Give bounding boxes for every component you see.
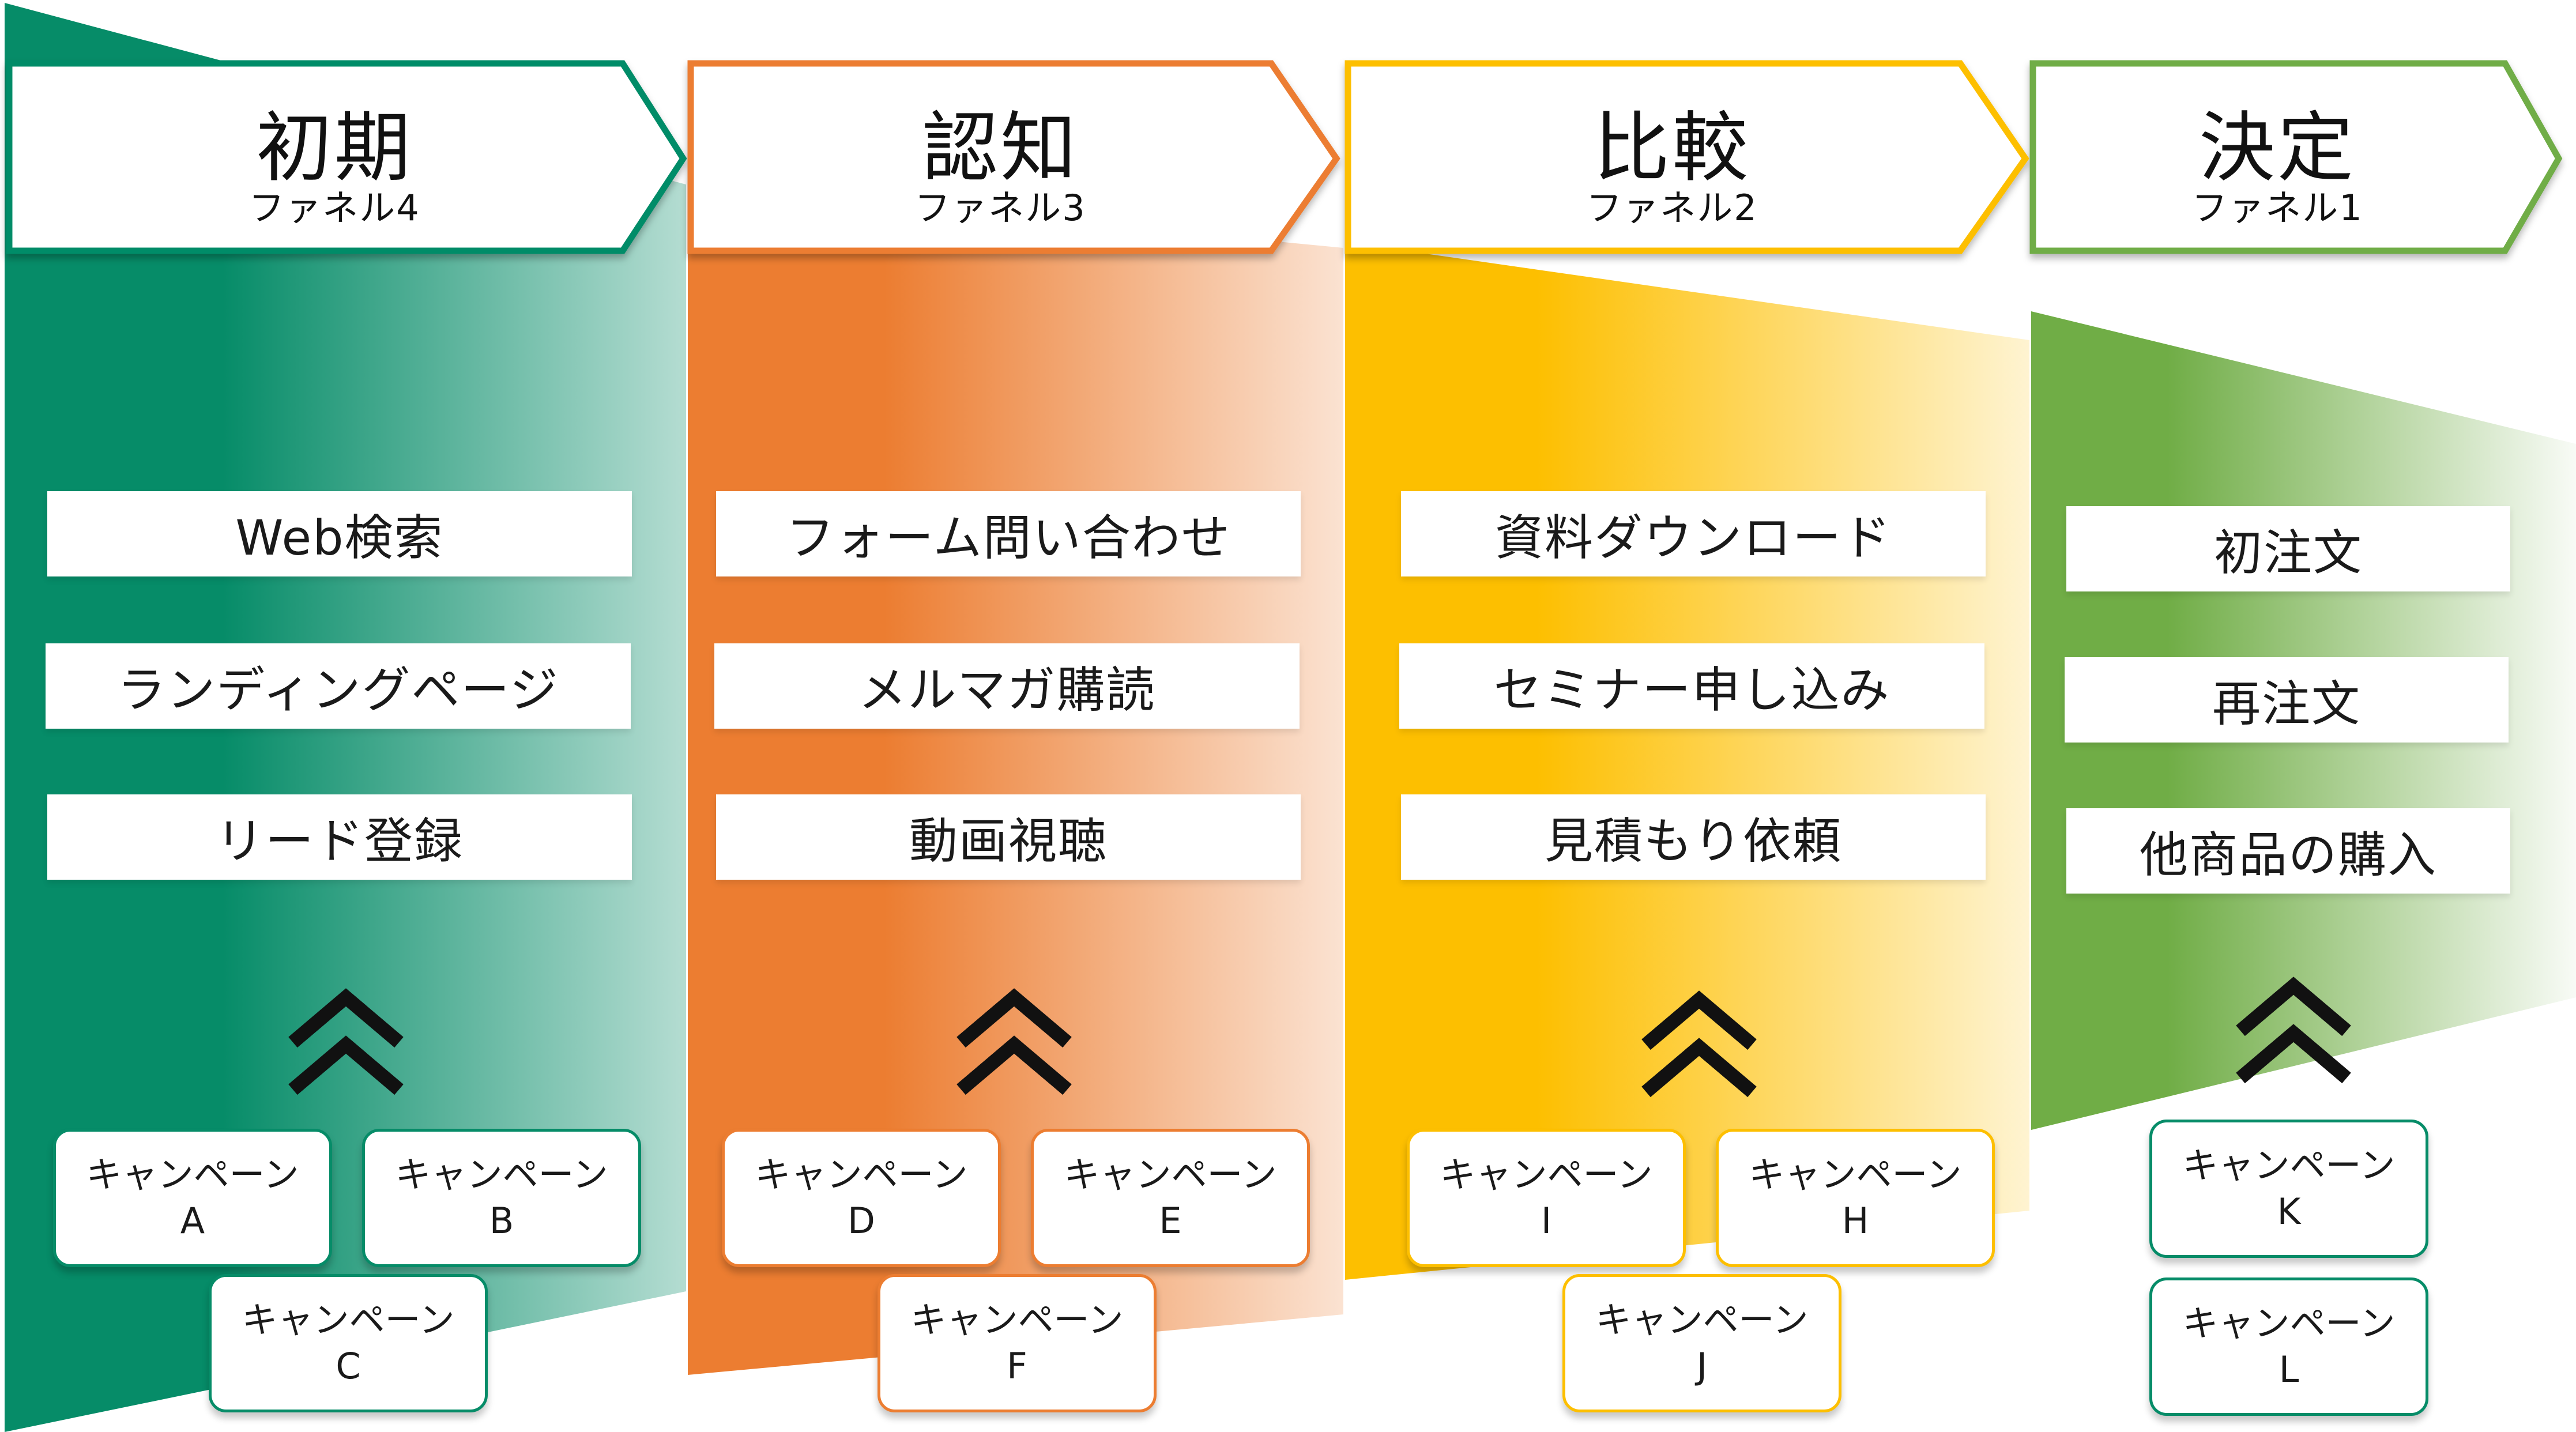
campaign-label: キャンペーン [755,1154,968,1196]
touchpoint-box: セミナー申し込み [1399,643,1984,729]
double-chevron-up-icon [2236,1024,2351,1084]
touchpoint-box: 動画視聴 [716,794,1301,880]
double-chevron-up-icon [1641,1038,1757,1098]
campaign-id: J [1696,1345,1708,1387]
touchpoint-box: Web検索 [47,491,632,576]
stage-title-comparison: 比較 [1594,104,1750,193]
campaign-label: キャンペーン [2182,1302,2396,1344]
funnel-band-awareness [688,184,1343,1375]
touchpoint-box: フォーム問い合わせ [716,491,1301,576]
campaign-label: キャンペーン [1064,1154,1277,1196]
campaign-id: L [2279,1348,2299,1390]
campaign-label: キャンペーン [86,1154,299,1196]
campaign-card: キャンペーン H [1716,1129,1995,1267]
touchpoint-box: 初注文 [2066,506,2510,591]
campaign-id: C [336,1345,361,1387]
touchpoint-box: ランディングページ [46,643,631,729]
campaign-label: キャンペーン [242,1299,455,1341]
campaign-label: キャンペーン [395,1154,608,1196]
double-chevron-up-icon [288,988,404,1048]
campaign-card: キャンペーン L [2149,1278,2428,1416]
stage-subtitle-initial: ファネル4 [248,187,420,229]
stage-title-decision: 決定 [2199,104,2356,193]
touchpoint-box: 他商品の購入 [2066,808,2510,894]
campaign-label: キャンペーン [1595,1299,1809,1341]
touchpoint-box: 見積もり依頼 [1401,794,1986,880]
campaign-card: キャンペーン E [1031,1129,1310,1267]
campaign-id: F [1007,1345,1027,1387]
campaign-id: D [848,1200,875,1242]
campaign-id: E [1159,1200,1182,1242]
campaign-id: B [489,1200,514,1242]
campaign-card: キャンペーン D [722,1129,1001,1267]
campaign-card: キャンペーン C [209,1274,488,1412]
campaign-id: I [1541,1200,1552,1242]
campaign-id: A [180,1200,205,1242]
campaign-id: K [2277,1190,2301,1233]
header-chevron-comparison [1345,60,2029,254]
touchpoint-box: リード登録 [47,794,632,880]
funnel-band-comparison [1345,242,2029,1280]
header-chevron-awareness [687,60,1340,254]
campaign-label: キャンペーン [2182,1144,2396,1186]
header-chevron-decision [2029,60,2563,254]
campaign-card: キャンペーン I [1407,1129,1686,1267]
campaign-card: キャンペーン A [53,1129,332,1267]
double-chevron-up-icon [956,988,1072,1048]
campaign-card: キャンペーン K [2149,1120,2428,1258]
campaign-label: キャンペーン [910,1299,1124,1341]
stage-subtitle-decision: ファネル1 [2191,187,2363,229]
campaign-label: キャンペーン [1749,1154,1962,1196]
double-chevron-up-icon [956,1035,1072,1095]
stage-title-awareness: 認知 [922,104,1079,193]
touchpoint-box: 再注文 [2065,657,2509,743]
campaign-card: キャンペーン F [878,1274,1157,1412]
campaign-card: キャンペーン J [1562,1274,1841,1412]
campaign-label: キャンペーン [1440,1154,1653,1196]
header-chevron-initial [6,60,687,254]
double-chevron-up-icon [1641,990,1757,1050]
stage-title-initial: 初期 [256,104,413,193]
double-chevron-up-icon [2236,977,2351,1037]
touchpoint-box: メルマガ購読 [714,643,1300,729]
touchpoint-box: 資料ダウンロード [1401,491,1986,576]
campaign-card: キャンペーン B [362,1129,641,1267]
stage-subtitle-comparison: ファネル2 [1586,187,1758,229]
double-chevron-up-icon [288,1035,404,1095]
stage-subtitle-awareness: ファネル3 [914,187,1086,229]
campaign-id: H [1841,1200,1869,1242]
